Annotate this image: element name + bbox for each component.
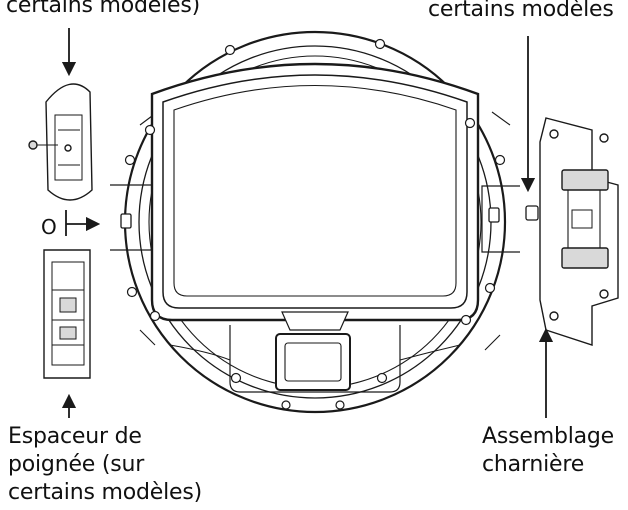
label-hinge-assembly-line1: Assemblage xyxy=(482,424,614,449)
door-window-frame xyxy=(150,62,480,331)
upper-handle-part xyxy=(28,83,93,201)
label-handle-spacer-line3: certains modèles) xyxy=(8,480,202,505)
label-handle-spacer-line2: poignée (sur xyxy=(8,452,145,477)
door-screws xyxy=(124,38,506,410)
handle-spacer-part xyxy=(43,249,91,379)
label-side-mark: O xyxy=(41,215,57,239)
diagram-arrows xyxy=(61,28,554,418)
label-top-right: certains modèles xyxy=(428,0,614,22)
hinge-assembly-part xyxy=(539,117,619,346)
label-handle-spacer-line1: Espaceur de xyxy=(8,424,142,449)
label-hinge-assembly-line2: charnière xyxy=(482,452,585,477)
label-top-left: certains modèles) xyxy=(6,0,200,18)
door-side-slots xyxy=(120,205,539,229)
door-handle-recess xyxy=(169,325,461,393)
